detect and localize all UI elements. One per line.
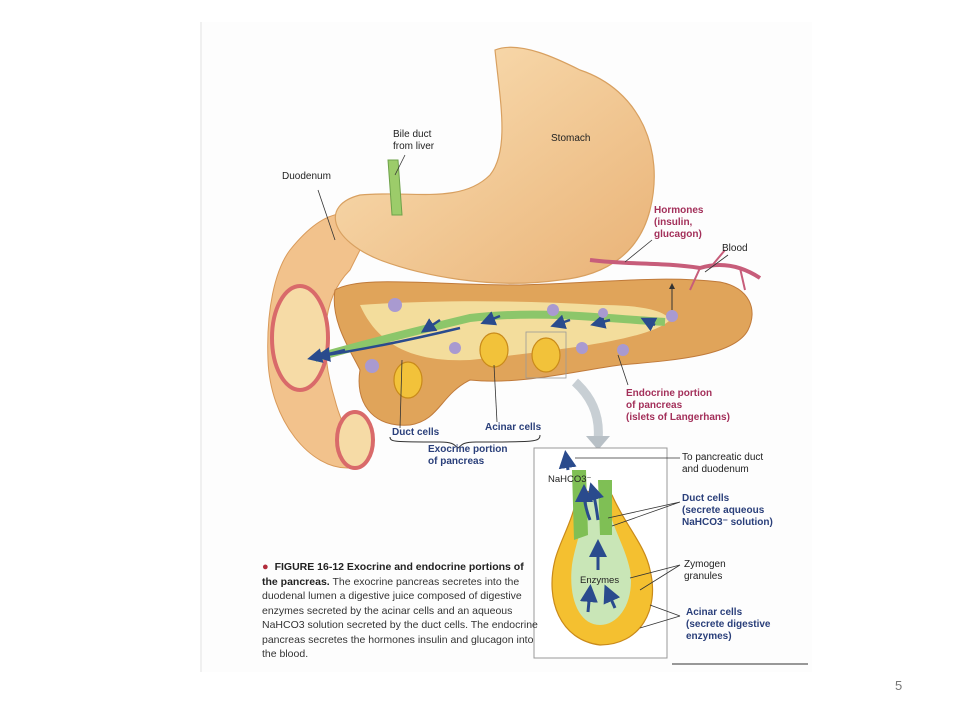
label-duodenum: Duodenum xyxy=(282,171,331,182)
label-acinar-cells: Acinar cells xyxy=(485,422,542,433)
label-hormones-line2: (insulin, xyxy=(654,217,693,228)
label-to-duct-line2: and duodenum xyxy=(682,464,749,475)
acini xyxy=(393,332,561,399)
page-number: 5 xyxy=(895,678,903,693)
label-bile-duct: Bile duct from liver xyxy=(393,129,434,153)
label-zymogen: Zymogen granules xyxy=(684,559,726,583)
label-enzymes: Enzymes xyxy=(580,575,620,586)
caption-title: FIGURE 16-12 Exocrine and endocrine port… xyxy=(262,561,524,588)
figure-caption: ● FIGURE 16-12 Exocrine and endocrine po… xyxy=(262,560,542,662)
label-bile-duct-line2: from liver xyxy=(393,141,435,152)
pancreatic-duct xyxy=(313,310,666,362)
label-exocrine: Exocrine portion of pancreas xyxy=(428,444,507,468)
label-zymogen-line1: Zymogen xyxy=(684,559,726,570)
label-inset-duct-cells: Duct cells (secrete aqueous NaHCO3⁻ solu… xyxy=(682,493,773,529)
bile-duct xyxy=(387,159,403,216)
blood-vessel xyxy=(589,258,762,280)
label-bile-duct-line1: Bile duct xyxy=(393,129,432,140)
label-endocrine-line1: Endocrine portion xyxy=(626,388,713,399)
label-zymogen-line2: granules xyxy=(684,571,723,582)
label-endocrine-line3: (islets of Langerhans) xyxy=(626,412,730,423)
inset-source-box xyxy=(525,331,567,379)
caption-bullet: ● xyxy=(262,561,269,573)
duodenum xyxy=(267,213,375,470)
label-inset-acinar-line3: enzymes) xyxy=(686,631,732,642)
label-hormones: Hormones (insulin, glucagon) xyxy=(654,205,703,241)
flow-arrows xyxy=(307,283,675,363)
stomach xyxy=(334,46,655,284)
label-inset-duct-line3: NaHCO3⁻ solution) xyxy=(682,517,773,528)
label-inset-acinar: Acinar cells (secrete digestive enzymes) xyxy=(686,607,771,643)
label-endocrine: Endocrine portion of pancreas (islets of… xyxy=(626,388,730,424)
label-inset-duct-line1: Duct cells xyxy=(682,493,730,504)
label-inset-acinar-line1: Acinar cells xyxy=(686,607,743,618)
label-endocrine-line2: of pancreas xyxy=(626,400,683,411)
leader-lines xyxy=(317,154,729,629)
islets xyxy=(365,298,678,373)
label-exocrine-line2: of pancreas xyxy=(428,456,485,467)
label-hormones-line1: Hormones xyxy=(654,205,704,216)
label-nahco3: NaHCO3⁻ xyxy=(548,474,592,485)
label-to-duct: To pancreatic duct and duodenum xyxy=(682,452,763,476)
label-inset-acinar-line2: (secrete digestive xyxy=(686,619,771,630)
exocrine-brace xyxy=(389,434,541,449)
label-stomach: Stomach xyxy=(551,133,591,144)
label-duct-cells: Duct cells xyxy=(392,427,440,438)
label-blood: Blood xyxy=(722,243,748,254)
label-exocrine-line1: Exocrine portion xyxy=(428,444,508,455)
label-hormones-line3: glucagon) xyxy=(654,229,702,240)
label-to-duct-line1: To pancreatic duct xyxy=(682,452,764,463)
label-inset-duct-line2: (secrete aqueous xyxy=(682,505,765,516)
caption-body: The exocrine pancreas secretes into the … xyxy=(262,575,538,661)
magnify-arrow xyxy=(571,378,603,441)
